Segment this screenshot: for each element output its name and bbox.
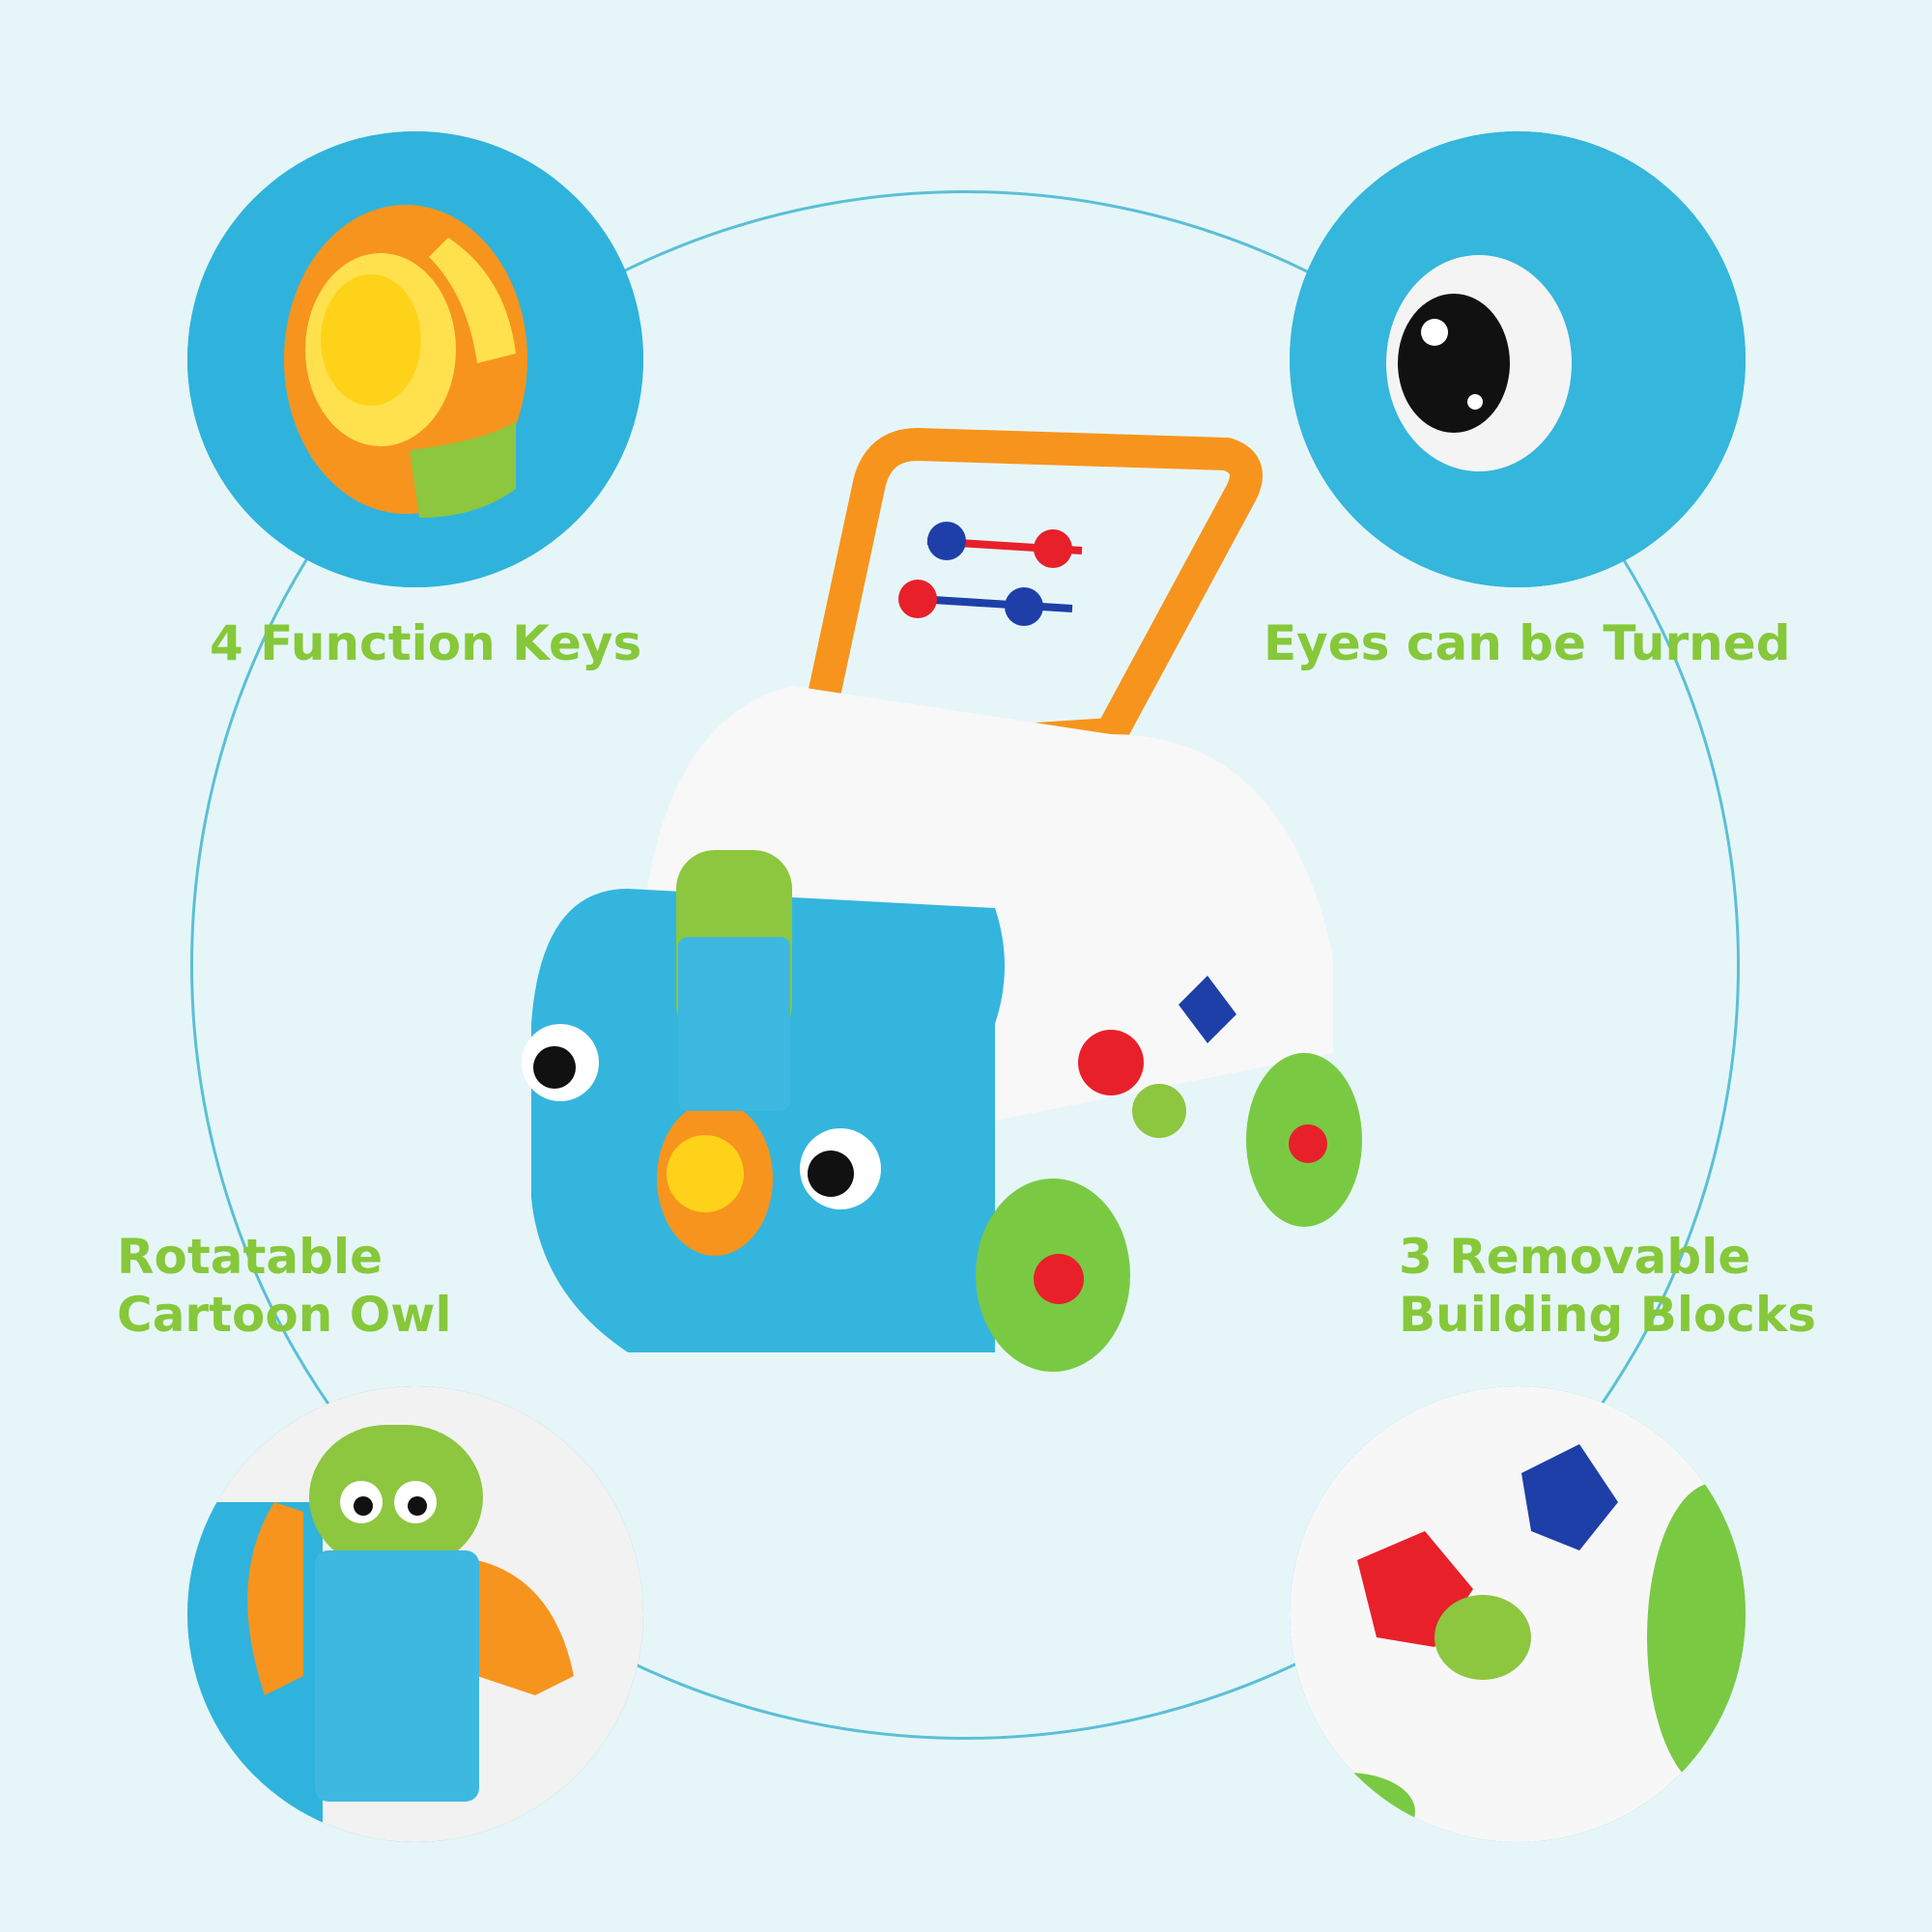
function-keys-detail-image [187,131,643,587]
label-line: Building Blocks [1399,1287,1816,1343]
label-line: Eyes can be Turned [1264,615,1791,671]
feature-label-owl: Rotatable Cartoon Owl [117,1228,452,1344]
label-line: 4 Function Keys [210,615,642,671]
connector-ring [190,190,1740,1740]
feature-label-function-keys: 4 Function Keys [210,614,641,672]
feature-label-eyes: Eyes can be Turned [1264,614,1790,672]
feature-label-building-blocks: 3 Removable Building Blocks [1399,1228,1816,1344]
owl-detail-image [187,1386,643,1842]
label-line: Cartoon Owl [117,1287,452,1343]
eyes-detail-image [1290,131,1746,587]
label-line: 3 Removable [1399,1229,1751,1285]
label-line: Rotatable [117,1229,383,1285]
baby-walker-toy-image [512,425,1381,1391]
building-blocks-detail-image [1290,1386,1746,1842]
